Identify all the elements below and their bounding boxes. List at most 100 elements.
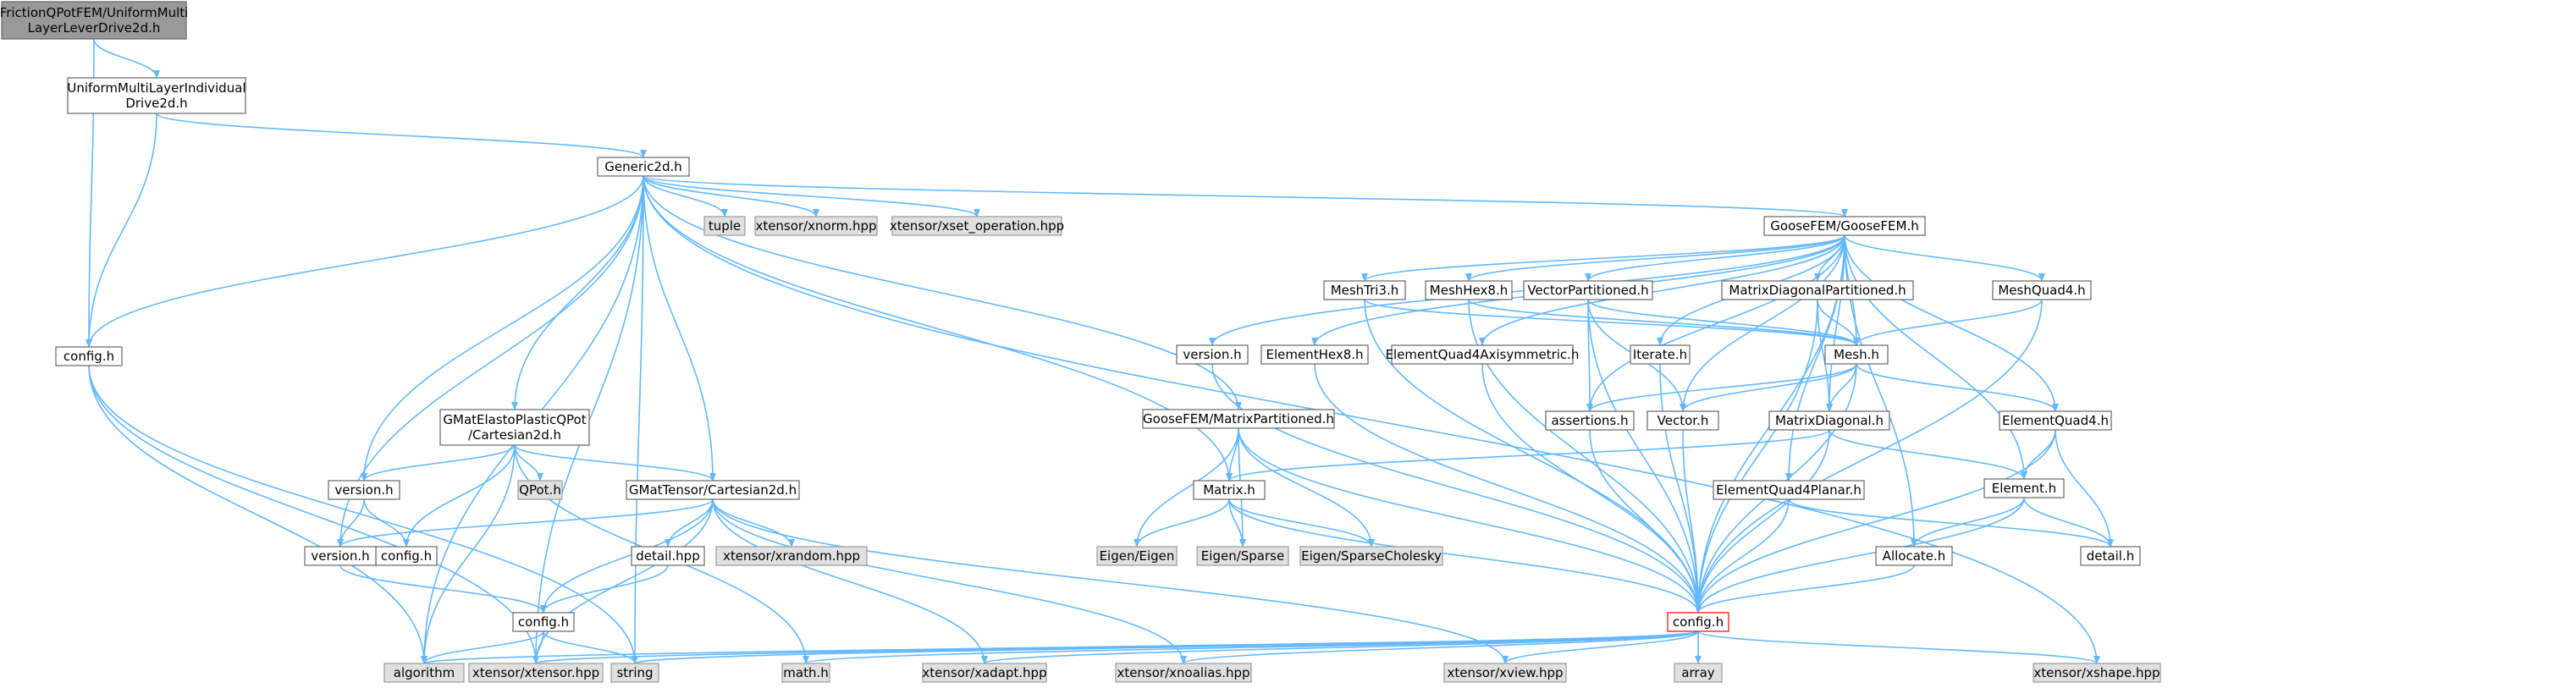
node-elemq4planar[interactable]: ElementQuad4Planar.h [1713,480,1865,500]
edge-matrix-to-eigenchol [1228,498,1375,548]
node-label: VectorPartitioned.h [1527,283,1648,298]
edge-gmattensor-to-xadapt [712,498,988,664]
node-detail_h[interactable]: detail.h [2080,546,2141,566]
node-label: version.h [1183,347,1241,362]
node-label: UniformMultiLayerIndividual [67,80,245,96]
node-allocate[interactable]: Allocate.h [1875,546,1953,566]
edge-matdiag-to-config_gf [1695,429,1830,614]
node-label: /Cartesian2d.h [468,427,561,443]
node-label: Eigen/SparseCholesky [1301,548,1442,564]
node-box-detail_h [2080,546,2141,566]
edge-goosefem-to-matdiag [1826,234,1845,412]
nodes-layer: FrictionQPotFEM/UniformMultiLayerLeverDr… [0,1,2161,683]
node-gmatelasto[interactable]: GMatElastoPlasticQPot/Cartesian2d.h [439,409,590,446]
node-assertions[interactable]: assertions.h [1545,410,1635,431]
node-algorithm: algorithm [383,663,465,683]
node-label: string [616,665,653,680]
edge-generic2d-to-version_ep [361,175,644,482]
node-label: GooseFEM/MatrixPartitioned.h [1143,411,1334,427]
node-mesh[interactable]: Mesh.h [1824,344,1889,365]
edge-matdiag-to-matrix [1226,429,1830,482]
node-box-eigenchol [1299,546,1443,566]
edge-mesh-to-assertions [1586,363,1857,412]
edge-goosefem-to-meshhex8 [1465,234,1845,282]
node-box-math [781,663,830,683]
node-label: xtensor/xtensor.hpp [472,665,599,680]
node-box-eigensparse [1196,546,1289,566]
node-box-uml [67,77,246,114]
node-gfmatpart[interactable]: GooseFEM/MatrixPartitioned.h [1142,409,1335,429]
node-label: detail.hpp [636,548,699,564]
edges-layer [85,38,2114,664]
node-label: Eigen/Eigen [1100,548,1175,564]
edge-mesh-to-elemq4 [1856,363,2059,412]
node-matrix[interactable]: Matrix.h [1193,480,1266,500]
node-matdiag[interactable]: MatrixDiagonal.h [1768,410,1890,431]
edge-vecpart-to-config_gf [1587,299,1702,614]
node-xnoalias: xtensor/xnoalias.hpp [1115,663,1252,683]
node-elemq4axi[interactable]: ElementQuad4Axisymmetric.h [1386,344,1580,365]
node-box-meshtri3 [1323,280,1406,300]
edge-gmattensor-to-xtensor [532,498,714,664]
edge-gmatelasto-to-version_ep [361,444,516,482]
node-box-meshhex8 [1425,280,1513,300]
node-label: xtensor/xset_operation.hpp [890,218,1064,234]
node-elemhex8[interactable]: ElementHex8.h [1260,344,1369,365]
node-config_gt[interactable]: config.h [512,612,575,632]
edge-uml-to-generic2d [156,113,647,158]
edge-gfmatpart-to-config_gf [1238,427,1702,614]
node-config_top[interactable]: config.h [55,346,123,366]
edge-gfmatpart-to-eigen [1134,427,1239,548]
node-config_gf[interactable]: config.h [1667,612,1729,632]
node-version_gt[interactable]: version.h [304,546,377,566]
node-vecpart[interactable]: VectorPartitioned.h [1523,280,1653,300]
node-gmattensor[interactable]: GMatTensor/Cartesian2d.h [626,480,800,500]
node-root[interactable]: FrictionQPotFEM/UniformMultiLayerLeverDr… [0,1,188,40]
node-detail_hpp[interactable]: detail.hpp [631,546,705,566]
node-label: math.h [783,665,828,680]
edge-meshquad4-to-config_gf [1695,299,2043,614]
edge-generic2d-to-xnorm [643,175,819,217]
edge-version_ep-to-config_ep [363,498,410,548]
node-box-root [1,1,187,40]
edge-gmatelasto-to-algorithm [421,444,516,664]
node-meshhex8[interactable]: MeshHex8.h [1425,280,1513,300]
edge-gmattensor-to-version_gt [337,498,714,548]
edge-generic2d-to-tuple [643,175,728,217]
node-version_gf[interactable]: version.h [1176,344,1249,365]
node-config_ep[interactable]: config.h [375,546,438,566]
node-box-elemq4 [1999,410,2112,431]
node-goosefem[interactable]: GooseFEM/GooseFEM.h [1763,216,1926,236]
edge-version_gf-to-config_gf [1211,363,1702,614]
node-element[interactable]: Element.h [1983,478,2065,498]
node-label: config.h [1673,614,1724,630]
node-elemq4[interactable]: ElementQuad4.h [1999,410,2112,431]
node-generic2d[interactable]: Generic2d.h [597,157,690,177]
edge-element-to-allocate [1911,497,2025,548]
node-version_ep[interactable]: version.h [328,480,400,500]
node-box-matdiagpart [1721,280,1914,300]
edge-gmattensor-to-config_gt [540,498,714,614]
node-box-goosefem [1763,216,1926,236]
node-iterate[interactable]: Iterate.h [1630,344,1691,365]
edge-elemhex8-to-config_gf [1314,363,1702,614]
node-vector[interactable]: Vector.h [1647,410,1719,431]
edge-generic2d-to-gmatelasto [511,175,644,410]
edge-generic2d-to-goosefem [643,175,1848,217]
node-label: Mesh.h [1834,347,1879,362]
edge-goosefem-to-element [1844,234,2027,480]
edge-gmattensor-to-xrandom [712,498,795,548]
edge-config_gf-to-xview [1502,630,1699,664]
node-box-generic2d [597,157,690,177]
edge-meshtri3-to-mesh [1364,299,1860,346]
edge-gmattensor-to-xnoalias [712,498,1187,664]
node-meshquad4[interactable]: MeshQuad4.h [1992,280,2092,300]
edge-goosefem-to-elemq4 [1844,234,2059,412]
node-box-element [1983,478,2065,498]
node-xnorm: xtensor/xnorm.hpp [754,216,878,236]
node-meshtri3[interactable]: MeshTri3.h [1323,280,1406,300]
node-label: algorithm [394,665,455,680]
edge-config_top-to-xtensor [88,365,539,664]
node-matdiagpart[interactable]: MatrixDiagonalPartitioned.h [1721,280,1914,300]
